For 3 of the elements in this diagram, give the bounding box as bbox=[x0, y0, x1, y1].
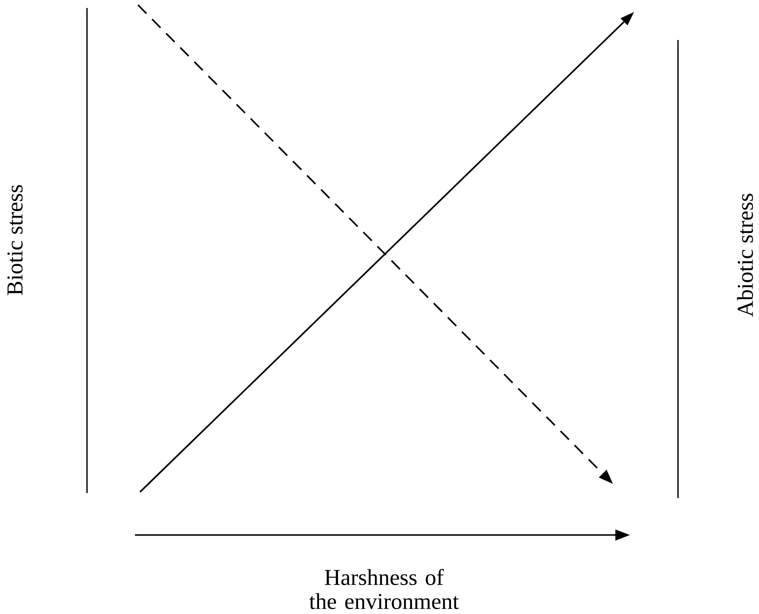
axis-label: Biotic stress bbox=[7, 185, 23, 296]
axis-label: Abiotic stress bbox=[737, 194, 753, 317]
axis-label: Harshness of the environment bbox=[309, 568, 459, 610]
